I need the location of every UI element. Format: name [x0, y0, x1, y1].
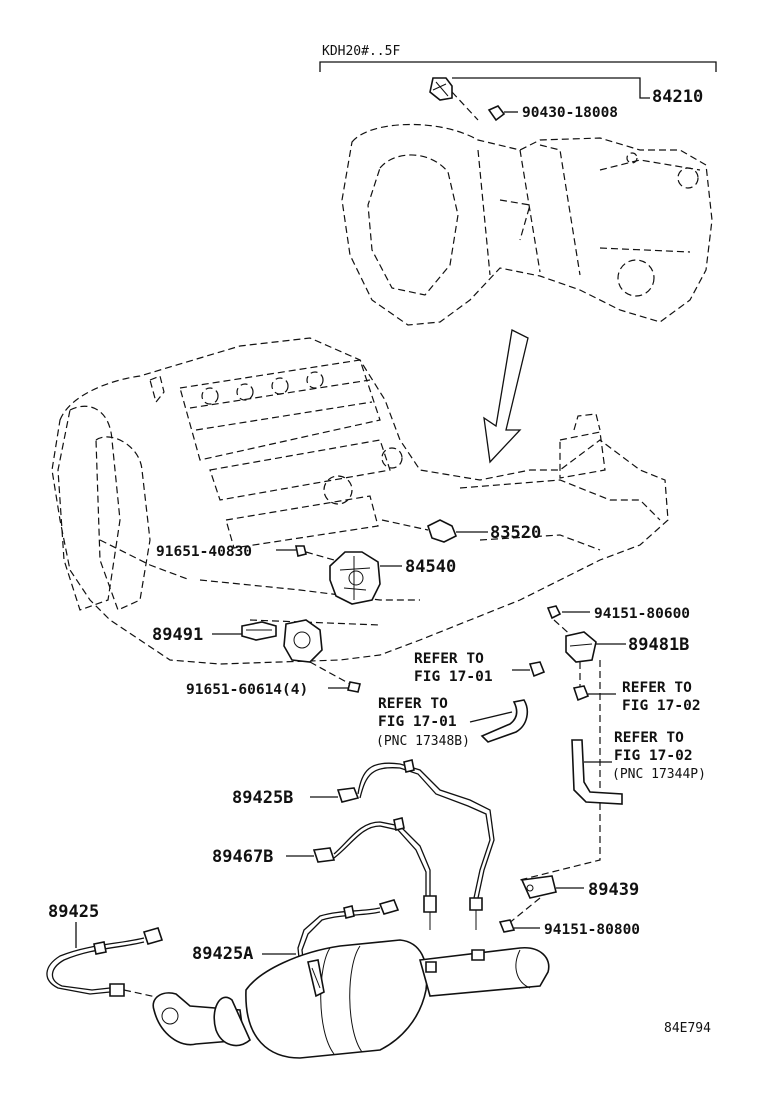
ref-fig-17-02-line2: FIG 17-02	[622, 698, 701, 714]
hose-17-01-illustration	[469, 661, 546, 743]
part-89425b-label: 89425B	[232, 788, 293, 808]
ref-pnc-17344p-line3: (PNC 17344P)	[612, 767, 706, 782]
callout-84210: 84210 90430-18008	[452, 77, 703, 121]
part-90430-18008-label: 90430-18008	[522, 105, 618, 121]
sensor-83520-illustration: 83520	[381, 519, 541, 543]
part-83520-label: 83520	[490, 523, 541, 543]
drawing-code: 84E794	[664, 1021, 711, 1036]
part-89467b-label: 89467B	[212, 847, 273, 867]
bracket-89439-illustration: 89439 94151-80800	[498, 875, 640, 938]
ref-pnc-17344p-line2: FIG 17-02	[614, 748, 693, 764]
direction-arrow	[483, 329, 529, 464]
actuator-84540-illustration: 91651-40830 84540	[156, 544, 456, 605]
sensor-89467b-illustration: 89467B	[212, 817, 437, 930]
part-91651-60614-label: 91651-60614(4)	[186, 682, 308, 698]
valve-89481b-illustration: 94151-80600 89481B	[546, 605, 690, 663]
exhaust-pipe-illustration	[152, 939, 550, 1059]
sensor-89491-illustration: 89491 91651-60614(4)	[152, 619, 361, 698]
part-84540-label: 84540	[405, 557, 456, 577]
engine-assembly-illustration	[51, 337, 669, 665]
part-89439-label: 89439	[588, 880, 639, 900]
ref-pnc-17348b-line1: REFER TO	[378, 696, 448, 712]
part-89425a-label: 89425A	[192, 944, 253, 964]
sensor-89425-illustration: 89425	[46, 902, 171, 1001]
ref-pnc-17348b-line2: FIG 17-01	[378, 714, 457, 730]
part-94151-80600-label: 94151-80600	[594, 606, 690, 622]
sensor-84210-illustration	[429, 77, 506, 122]
ref-fig-17-01-line1: REFER TO	[414, 651, 484, 667]
part-89481b-label: 89481B	[628, 635, 689, 655]
variant-bracket: KDH20#..5F	[319, 44, 717, 72]
ref-fig-17-02-line1: REFER TO	[622, 680, 692, 696]
ref-pnc-17344p-line1: REFER TO	[614, 730, 684, 746]
ref-fig-17-01-line2: FIG 17-01	[414, 669, 493, 685]
part-89491-label: 89491	[152, 625, 203, 645]
part-89425-label: 89425	[48, 902, 99, 922]
sensor-89425b-illustration: 89425B	[232, 759, 495, 930]
ref-pnc-17348b-line3: (PNC 17348B)	[376, 734, 470, 749]
variant-label: KDH20#..5F	[322, 44, 400, 59]
transmission-upper-illustration	[341, 123, 713, 326]
part-94151-80800-label: 94151-80800	[544, 922, 640, 938]
part-91651-40830-label: 91651-40830	[156, 544, 252, 560]
hose-17-02-illustration	[519, 660, 623, 881]
part-84210-label: 84210	[652, 87, 703, 107]
sensor-89425a-illustration: 89425A	[192, 899, 400, 969]
